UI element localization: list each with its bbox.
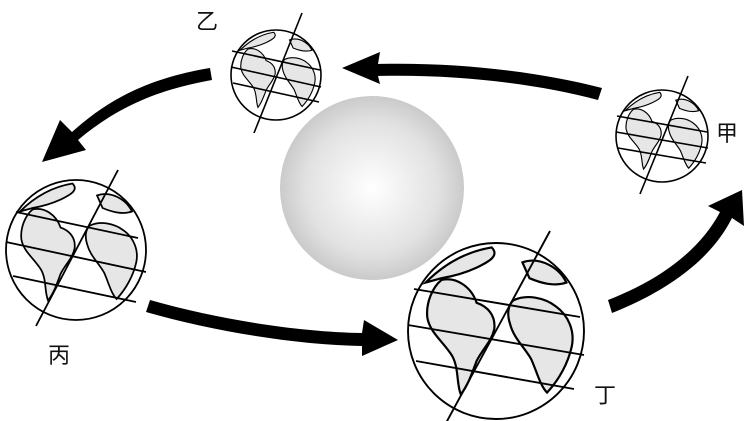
arrow-yi-to-bing [42,68,212,162]
orbit-arrows [42,52,744,356]
arrow-ding-to-jia [608,190,744,313]
label-jia: 甲 [716,122,739,147]
label-yi: 乙 [196,10,219,35]
sun [280,96,464,280]
arrow-jia-to-yi [342,52,602,100]
label-ding: 丁 [594,384,617,409]
earth-bing [5,169,147,327]
arrow-bing-to-ding [146,300,398,356]
earth-jia [615,75,709,195]
label-bing: 丙 [48,344,71,369]
earth-ding [406,230,586,421]
earth-yi [230,12,322,134]
